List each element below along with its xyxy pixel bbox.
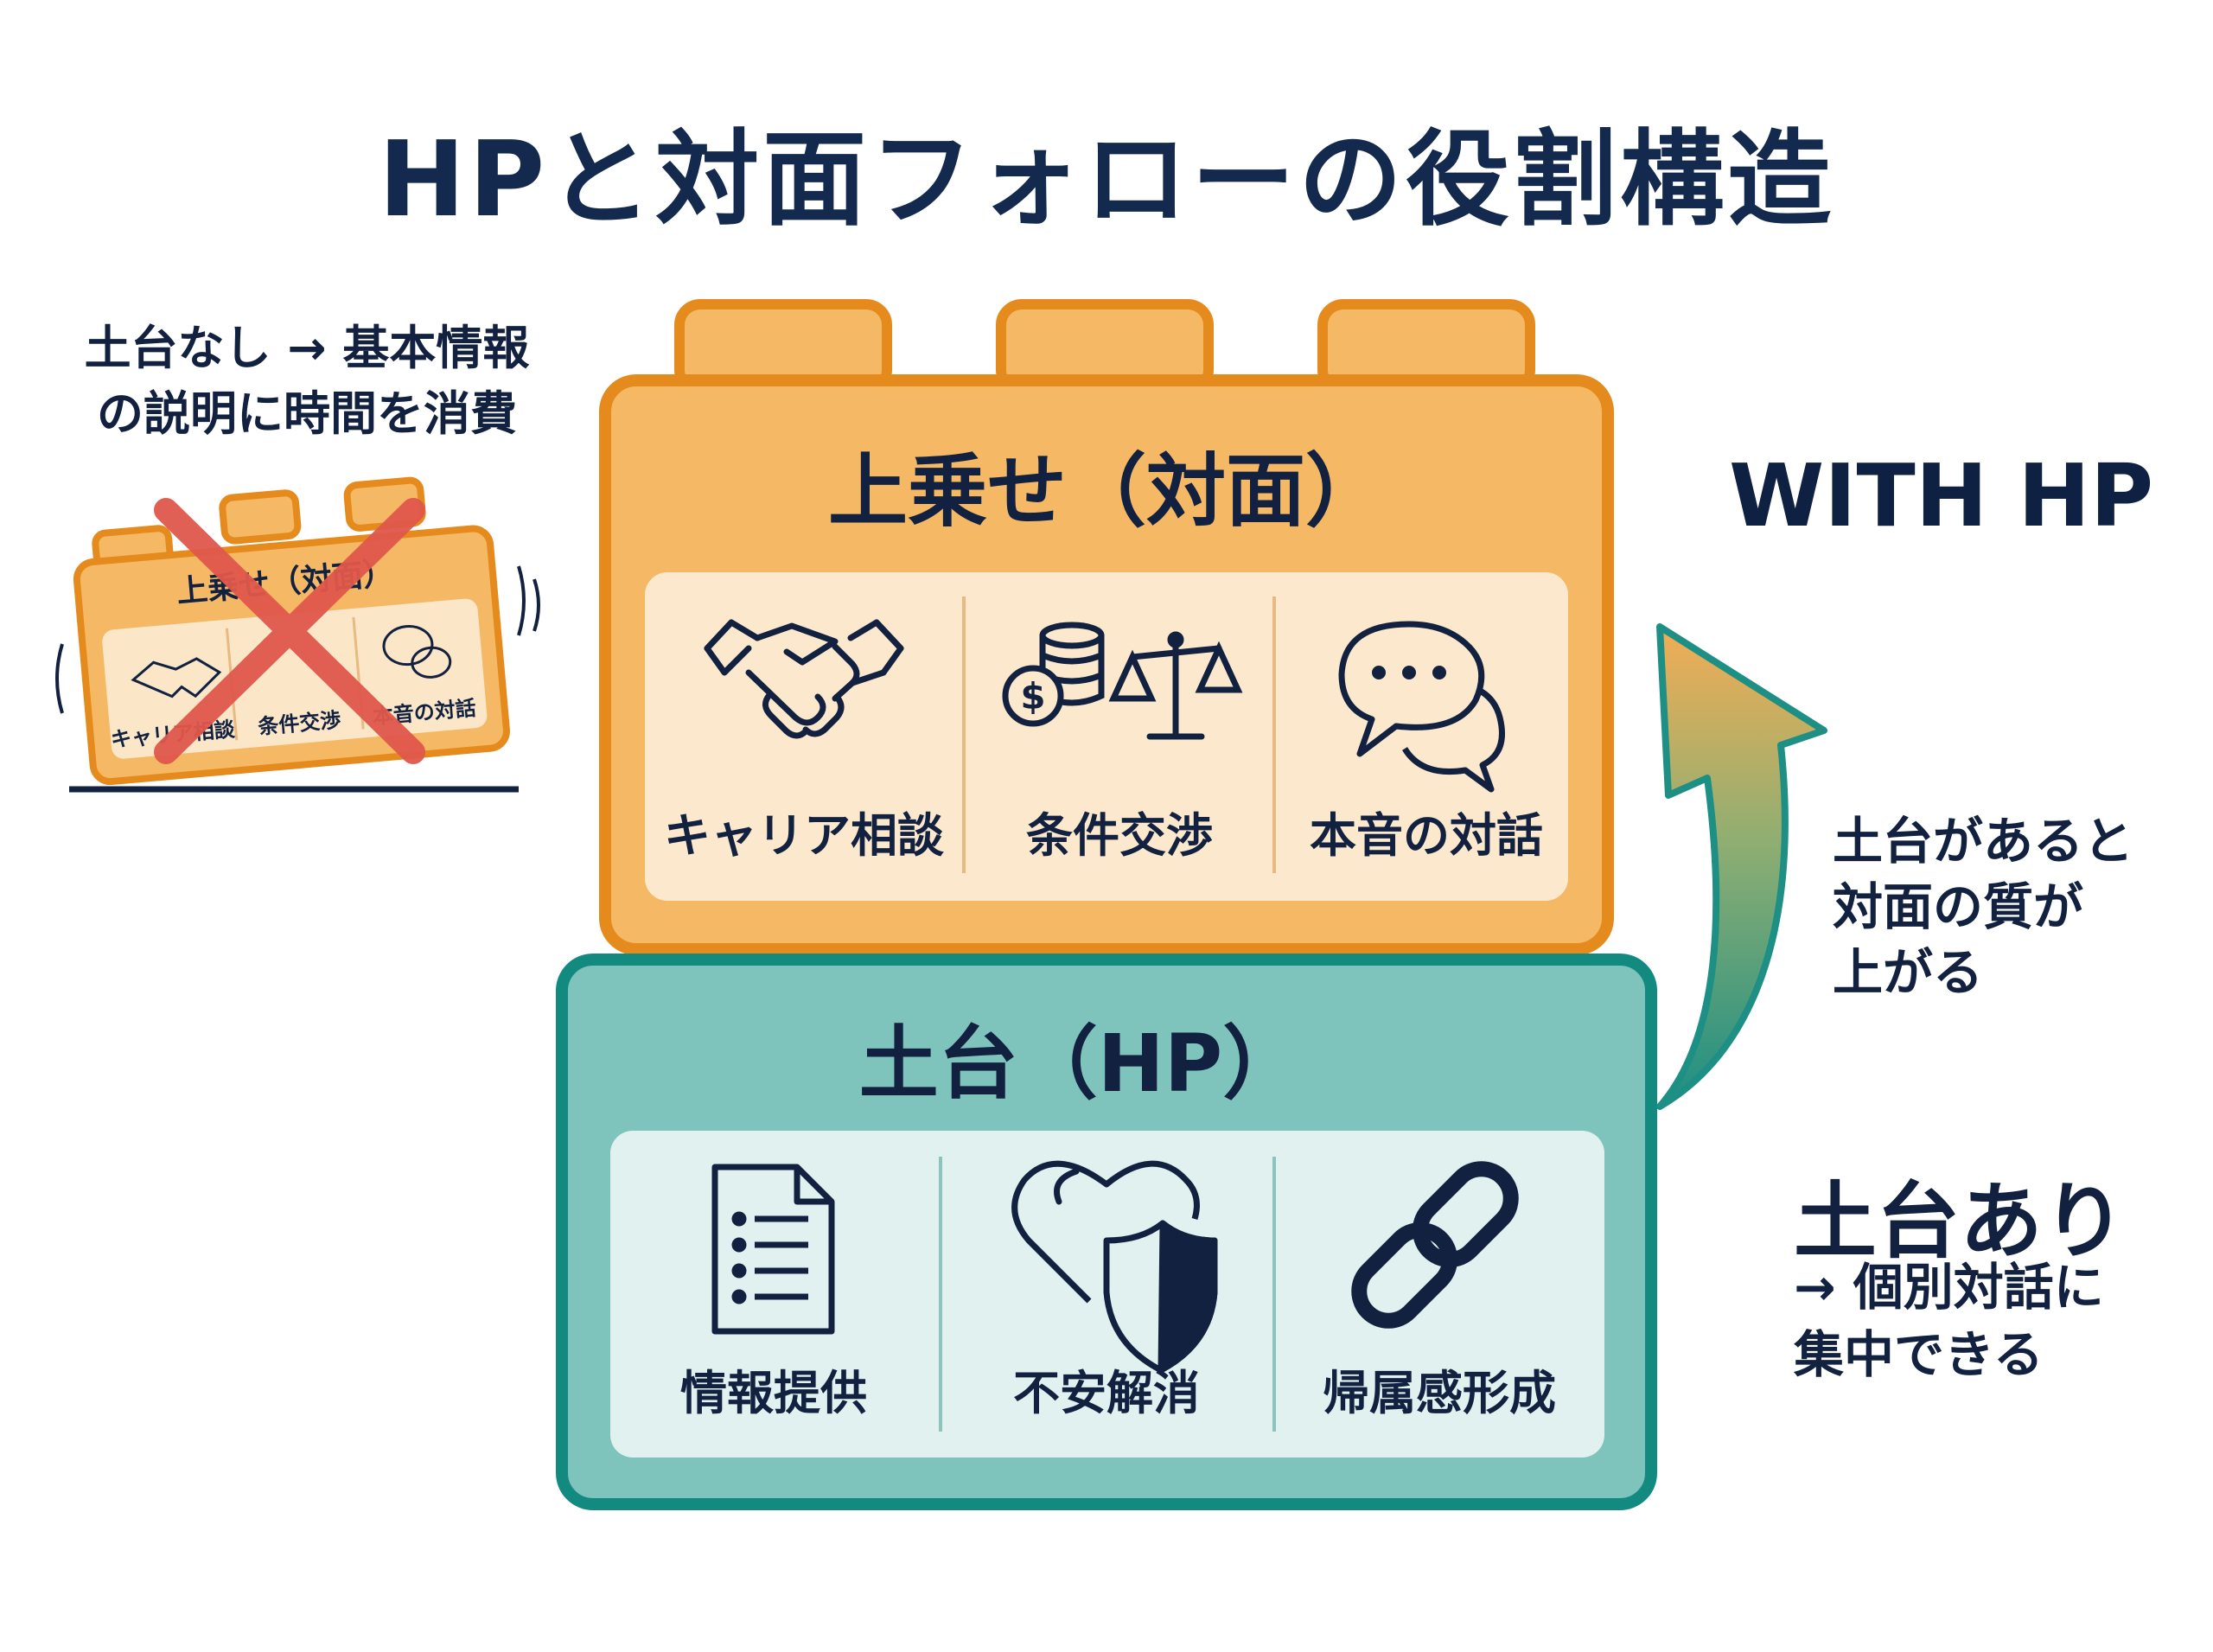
- with-foundation-heading: 土台あり: [1794, 1173, 2126, 1270]
- bottom-item-label: 情報提供: [680, 1366, 867, 1420]
- handshake-icon: [704, 619, 904, 739]
- upward-arrow-icon: [1656, 623, 1827, 1110]
- quality-note-line2: 対面の質が: [1833, 877, 2084, 936]
- top-block: 上乗せ（対面） $: [599, 299, 1614, 955]
- bottom-block-title: 土台（HP）: [859, 1017, 1302, 1110]
- wobble-mark: [533, 578, 540, 632]
- chain-link-icon: [1351, 1161, 1519, 1329]
- with-hp-label: WITH HP: [1729, 445, 2154, 546]
- top-block-title: 上乗せ（対面）: [828, 445, 1385, 538]
- quality-note: 土台があると 対面の質が 上がる: [1833, 808, 2133, 1005]
- no-foundation-caption-line2: の説明に時間を消費: [97, 386, 517, 441]
- svg-text:$: $: [1020, 675, 1045, 718]
- quality-note-line1: 土台があると: [1833, 812, 2134, 871]
- quality-note-line3: 上がる: [1833, 943, 1984, 1002]
- small-block-stud: [219, 489, 302, 545]
- page-title: HPと対面フォローの役割構造: [378, 120, 1835, 240]
- bottom-item-label: 不安解消: [1013, 1366, 1200, 1420]
- red-cross-icon: [154, 498, 425, 764]
- top-item-label: 本音の対話: [1310, 808, 1543, 863]
- document-icon: [711, 1164, 835, 1335]
- top-item-label: キャリア相談: [664, 808, 944, 863]
- with-foundation-note: → 個別対話に 集中できる: [1794, 1253, 2104, 1388]
- failed-stack-illustration: 上乗せ（対面） キャリア相談 条件交渉 本音の対話: [55, 476, 540, 793]
- small-handshake-icon: [131, 657, 222, 698]
- bottom-block: 土台（HP） 情報提供 不安解消: [556, 954, 1657, 1510]
- speech-bubbles-icon: [1338, 621, 1505, 793]
- no-foundation-caption-line1: 土台なし → 基本情報: [84, 321, 530, 375]
- wobble-mark: [55, 643, 64, 714]
- with-foundation-note-line1: → 個別対話に: [1794, 1258, 2104, 1317]
- heart-shield-icon: [1011, 1160, 1218, 1374]
- top-item-label: 条件交渉: [1026, 808, 1213, 863]
- top-block-panel: [645, 572, 1568, 901]
- coins-scale-icon: $: [1002, 622, 1243, 740]
- with-foundation-note-line2: 集中できる: [1794, 1325, 2044, 1384]
- wobble-mark: [517, 565, 526, 636]
- small-speech-icon: [382, 625, 452, 679]
- no-foundation-caption: 土台なし → 基本情報 の説明に時間を消費: [52, 316, 562, 447]
- bottom-item-label: 帰属感形成: [1323, 1366, 1556, 1420]
